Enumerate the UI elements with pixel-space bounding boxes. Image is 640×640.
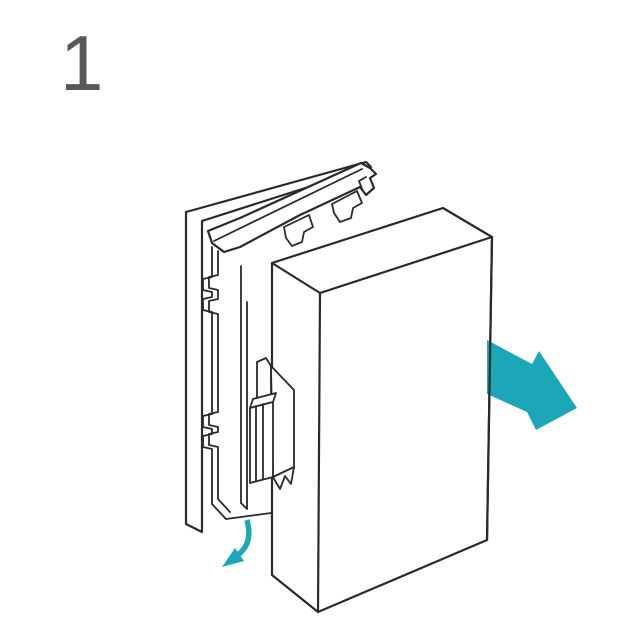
device-box bbox=[270, 206, 494, 614]
mounting-rail bbox=[206, 161, 378, 254]
arrow-right-icon bbox=[487, 340, 577, 430]
rail-clip-left bbox=[283, 214, 314, 247]
device-box-top-left-edge bbox=[270, 261, 322, 295]
terminal-blocks-front bbox=[249, 365, 295, 490]
connector-feet bbox=[272, 466, 295, 490]
step-number: 1 bbox=[60, 19, 104, 107]
wall-plate bbox=[184, 160, 373, 534]
rail-clip-right bbox=[331, 190, 363, 223]
curved-arrow-tail bbox=[236, 519, 252, 558]
device-box-silhouette bbox=[270, 206, 494, 614]
instruction-arrows bbox=[222, 340, 577, 567]
device-box-right-edge-overlay bbox=[485, 235, 494, 542]
bracket-edge-profile bbox=[202, 246, 272, 520]
rail-top-edge-line bbox=[213, 168, 363, 242]
curved-arrow-head bbox=[222, 548, 244, 567]
curved-arrow-down-left-icon bbox=[222, 519, 252, 567]
compartment-bottom-step bbox=[240, 501, 248, 510]
wall-plate-frame bbox=[184, 160, 373, 534]
device-box-front-top-edge bbox=[318, 235, 494, 295]
bracket-edge-inner bbox=[208, 250, 219, 500]
connector-front-face bbox=[249, 401, 274, 484]
bracket-bottom-outer bbox=[211, 503, 272, 520]
bracket-edge-outer bbox=[202, 246, 213, 505]
line-art bbox=[184, 160, 494, 614]
rail-body bbox=[206, 161, 378, 254]
device-box-front-left-edge bbox=[316, 291, 322, 614]
rail-end-notch bbox=[358, 176, 367, 190]
bracket-bottom-inner bbox=[217, 498, 231, 513]
